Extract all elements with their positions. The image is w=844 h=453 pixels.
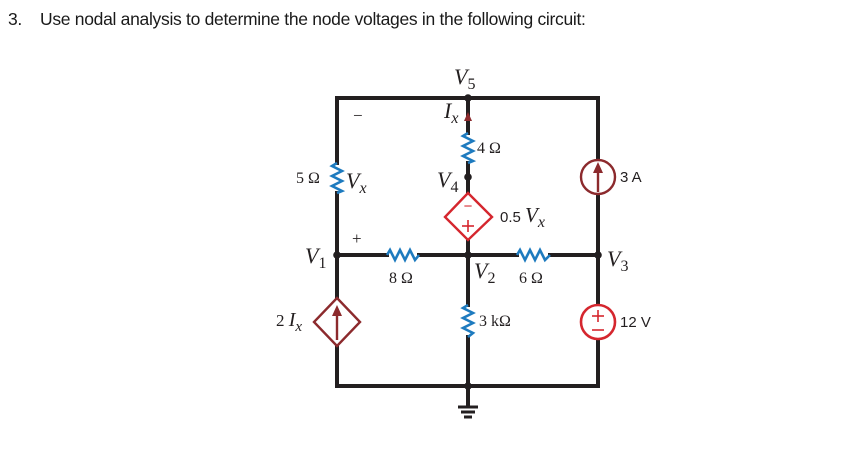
label-r5: 5 Ω <box>296 170 320 187</box>
node-dot-v4 <box>464 173 472 181</box>
label-r4: 4 Ω <box>477 140 501 157</box>
label-r8: 8 Ω <box>389 270 413 287</box>
node-dot-ground <box>464 382 472 390</box>
dep-v-top-sign: − <box>464 198 473 215</box>
vx-plus-sign: + <box>352 229 362 248</box>
label-r3k: 3 kΩ <box>479 313 511 330</box>
label-dep-current: 2 Ix <box>276 309 302 335</box>
label-v1: V1 <box>305 243 326 272</box>
node-dot-v1 <box>333 251 341 259</box>
node-dot-v2 <box>464 251 472 259</box>
node-dot-v5 <box>464 94 472 102</box>
label-vx: Vx <box>346 168 367 197</box>
resistor-8-ohm <box>385 247 421 263</box>
resistor-5-ohm <box>329 161 346 195</box>
label-12v: 12 V <box>620 314 651 331</box>
resistor-3k-ohm <box>460 303 476 339</box>
ix-arrow-icon <box>464 112 472 121</box>
dependent-voltage-source: − <box>443 191 494 242</box>
current-source-3a <box>579 158 617 196</box>
question-text: Use nodal analysis to determine the node… <box>40 9 586 29</box>
label-ix: Ix <box>443 98 458 127</box>
label-v3: V3 <box>607 246 628 275</box>
resistor-4-ohm <box>460 131 477 165</box>
vx-minus-sign: − <box>353 106 363 125</box>
label-dep-voltage: 0.5 Vx <box>500 203 545 231</box>
question-number: 3. <box>8 9 22 29</box>
label-r6: 6 Ω <box>519 270 543 287</box>
node-dot-v3 <box>594 251 602 259</box>
label-v4: V4 <box>437 167 458 196</box>
resistor-6-ohm <box>515 247 551 263</box>
label-3a: 3 A <box>620 169 642 186</box>
label-v2: V2 <box>474 258 495 287</box>
ground-symbol <box>458 405 478 419</box>
question-heading: 3. Use nodal analysis to determine the no… <box>8 9 586 30</box>
voltage-source-12v <box>579 303 617 341</box>
label-v5: V5 <box>454 64 475 93</box>
dependent-current-source <box>312 296 362 348</box>
